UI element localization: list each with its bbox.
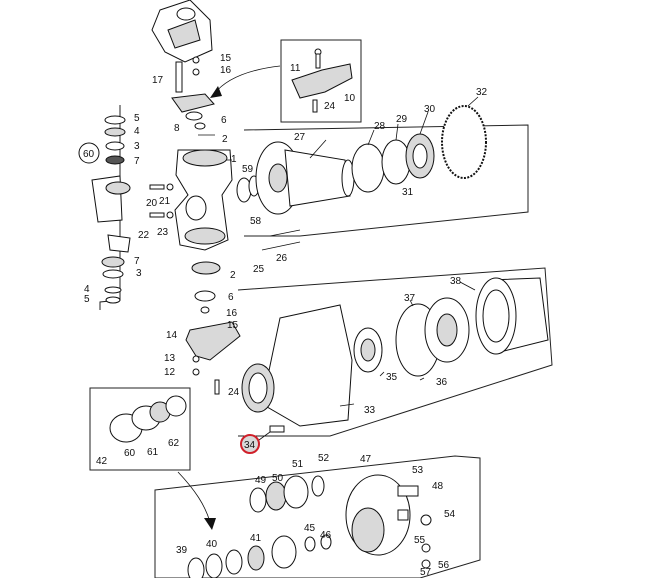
callout-31: 31 [402, 187, 414, 198]
callout-26: 26 [276, 253, 288, 264]
callout-23: 23 [157, 227, 169, 238]
callout-28: 28 [374, 121, 386, 132]
hub-upper-group [255, 105, 487, 215]
callout-58: 58 [250, 216, 262, 227]
callout-12: 12 [164, 367, 176, 378]
callout-14: 14 [166, 330, 178, 341]
callout-48: 48 [432, 481, 444, 492]
callout-56: 56 [438, 560, 450, 571]
callout-47: 47 [360, 454, 372, 465]
callout-2: 2 [230, 270, 236, 281]
callout-61: 61 [147, 447, 159, 458]
callout-4: 4 [134, 126, 140, 137]
callout-20: 20 [146, 198, 158, 209]
callout-6: 6 [221, 115, 227, 126]
arrow-head-icon [210, 86, 222, 98]
callout-38: 38 [450, 276, 462, 287]
callout-51: 51 [292, 459, 304, 470]
callout-30: 30 [424, 104, 436, 115]
callout-55: 55 [414, 535, 426, 546]
highlight-ring-34[interactable] [240, 434, 260, 454]
callout-52: 52 [318, 453, 330, 464]
inset-box-seal [89, 387, 191, 471]
callout-40: 40 [206, 539, 218, 550]
arrow-head-icon [204, 518, 216, 530]
callout-16: 16 [220, 65, 232, 76]
callout-2: 2 [222, 134, 228, 145]
callout-46: 46 [320, 530, 332, 541]
callout-32: 32 [476, 87, 488, 98]
callout-15: 15 [227, 320, 239, 331]
callout-21: 21 [159, 196, 171, 207]
callout-29: 29 [396, 114, 408, 125]
planetary-group [187, 474, 432, 578]
callout-60: 60 [124, 448, 136, 459]
callout-3: 3 [134, 141, 140, 152]
callout-5: 5 [134, 113, 140, 124]
callout-45: 45 [304, 523, 316, 534]
callout-10: 10 [344, 93, 356, 104]
leader-lines [198, 96, 479, 407]
callout-37: 37 [404, 293, 416, 304]
callout-60-circle [78, 142, 100, 164]
steering-knuckle-group [91, 0, 301, 395]
inset-bracket-parts [291, 48, 353, 113]
callout-5: 5 [84, 294, 90, 305]
callout-42: 42 [96, 456, 108, 467]
callout-53: 53 [412, 465, 424, 476]
callout-22: 22 [138, 230, 150, 241]
hub-middle-group [241, 277, 549, 433]
arrows [177, 65, 281, 530]
assembly-frames [89, 39, 553, 578]
callout-4: 4 [84, 284, 90, 295]
callout-25: 25 [253, 264, 265, 275]
callout-33: 33 [364, 405, 376, 416]
callout-24: 24 [228, 387, 240, 398]
callout-34: 34 [244, 440, 256, 451]
callout-24: 24 [324, 101, 336, 112]
callout-62: 62 [168, 438, 180, 449]
callout-11: 11 [290, 63, 301, 74]
callout-27: 27 [294, 132, 306, 143]
callout-labels: 1 2 2 3 3 4 4 5 5 6 6 7 7 8 10 11 12 13 … [78, 53, 488, 578]
callout-16: 16 [226, 308, 238, 319]
callout-36: 36 [436, 377, 448, 388]
callout-39: 39 [176, 545, 188, 556]
inset-box-bracket [280, 39, 362, 123]
callout-6: 6 [228, 292, 234, 303]
callout-57: 57 [420, 567, 432, 578]
callout-17: 17 [152, 75, 164, 86]
callout-8: 8 [174, 123, 180, 134]
callout-50: 50 [272, 473, 284, 484]
callout-3: 3 [136, 268, 142, 279]
callout-41: 41 [250, 533, 262, 544]
callout-60: 60 [83, 149, 95, 160]
callout-1: 1 [231, 154, 237, 165]
callout-15: 15 [220, 53, 232, 64]
callout-35: 35 [386, 372, 398, 383]
callout-59: 59 [242, 164, 254, 175]
callout-54: 54 [444, 509, 456, 520]
callout-13: 13 [164, 353, 176, 364]
inset-seal-parts [109, 395, 187, 443]
callout-7: 7 [134, 256, 140, 267]
callout-7: 7 [134, 156, 140, 167]
callout-49: 49 [255, 475, 267, 486]
